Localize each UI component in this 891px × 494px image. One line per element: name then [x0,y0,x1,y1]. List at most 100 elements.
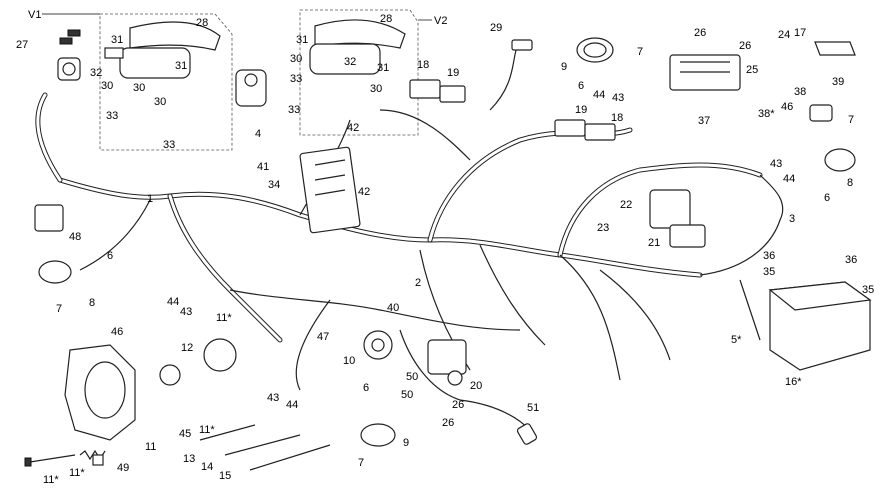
callout-46a: 46 [781,101,793,113]
callout-37: 37 [698,115,710,127]
callout-32b: 32 [344,56,356,68]
callout-16: 16* [785,376,802,388]
group-label-v1: V1 [28,9,41,21]
callout-labels: 28 27 31 31 32 30 30 33 33 4 28 31 30 32… [16,13,874,486]
callout-33c: 33 [290,73,302,85]
callout-42b: 42 [358,186,370,198]
callout-31c: 31 [296,34,308,46]
callout-50b: 50 [401,389,413,401]
callout-51: 51 [527,402,539,414]
callout-30b: 30 [154,96,166,108]
callout-47: 47 [317,331,329,343]
callout-11a: 11* [216,312,232,324]
callout-7b: 7 [848,114,854,126]
tail-light [814,41,856,56]
callout-35b: 35 [862,284,874,296]
callout-2: 2 [415,277,421,289]
dashboard-v1 [104,21,221,79]
cable-ties [199,424,331,471]
callout-19a: 19 [447,67,459,79]
callout-22: 22 [620,199,632,211]
callout-43c: 43 [180,306,192,318]
callout-42a: 42 [347,122,359,134]
callout-43b: 43 [770,158,782,170]
horn [363,330,393,360]
callout-19b: 19 [575,104,587,116]
relay-top [409,79,466,103]
indicator-front-right [576,37,614,63]
relay-right [554,119,616,141]
callout-18a: 18 [417,59,429,71]
callout-18b: 18 [611,112,623,124]
callout-26c: 26 [452,399,464,411]
indicator-rear-right [824,148,856,172]
callout-13: 13 [183,453,195,465]
handlebar-switch-left [235,69,267,107]
callout-9b: 9 [403,437,409,449]
callout-26b: 26 [739,40,751,52]
callout-6b: 6 [824,192,830,204]
callout-43a: 43 [612,92,624,104]
callout-14: 14 [201,461,213,473]
callout-38a: 38 [794,86,806,98]
callout-46b: 46 [111,326,123,338]
callout-4: 4 [255,128,261,140]
group-label-v2: V2 [434,15,447,27]
callout-33a: 33 [106,110,118,122]
callout-50a: 50 [406,371,418,383]
callout-8a: 8 [847,177,853,189]
callout-44a: 44 [593,89,605,101]
callout-31b: 31 [175,60,187,72]
callout-26a: 26 [694,27,706,39]
callout-33b: 33 [163,139,175,151]
bulb-socket [203,338,237,372]
callout-9a: 9 [561,61,567,73]
callout-31d: 31 [377,62,389,74]
callout-11b: 11* [199,424,215,436]
callout-44b: 44 [783,173,795,185]
callout-1: 1 [147,193,153,205]
ignition-switch [57,29,81,81]
callout-28a: 28 [196,17,208,29]
callout-43d: 43 [267,392,279,404]
callout-12: 12 [181,342,193,354]
headlight [64,344,136,441]
callout-41: 41 [257,161,269,173]
callout-6c: 6 [107,250,113,262]
callout-30e: 30 [133,82,145,94]
callout-7c: 7 [56,303,62,315]
cable-connector-29 [511,39,533,51]
callout-28b: 28 [380,13,392,25]
battery [739,279,872,371]
callout-27: 27 [16,39,28,51]
callout-34: 34 [268,179,280,191]
group-box-v1: V1 [28,9,233,151]
starter-relay [649,189,706,248]
spark-plug-cap [516,423,538,445]
callout-26d: 26 [442,417,454,429]
sensor-box [34,204,64,232]
indicator-front-left [38,260,72,284]
callout-39: 39 [832,76,844,88]
callout-36b: 36 [845,254,857,266]
callout-31a: 31 [111,34,123,46]
callout-20: 20 [470,380,482,392]
callout-25: 25 [746,64,758,76]
callout-23: 23 [597,222,609,234]
callout-30d: 30 [370,83,382,95]
callout-6d: 6 [363,382,369,394]
dashboard-v2 [309,19,406,75]
callout-11e: 11* [69,467,85,479]
callout-7a: 7 [637,46,643,58]
callout-29: 29 [490,22,502,34]
callout-33d: 33 [288,104,300,116]
headlight-bulb [159,364,181,386]
group-box-v2: V2 [299,9,447,136]
callout-8b: 8 [89,297,95,309]
callout-17: 17 [794,27,806,39]
callout-21: 21 [648,237,660,249]
ecu-unit [299,146,361,234]
callout-40: 40 [387,302,399,314]
callout-44c: 44 [167,296,179,308]
